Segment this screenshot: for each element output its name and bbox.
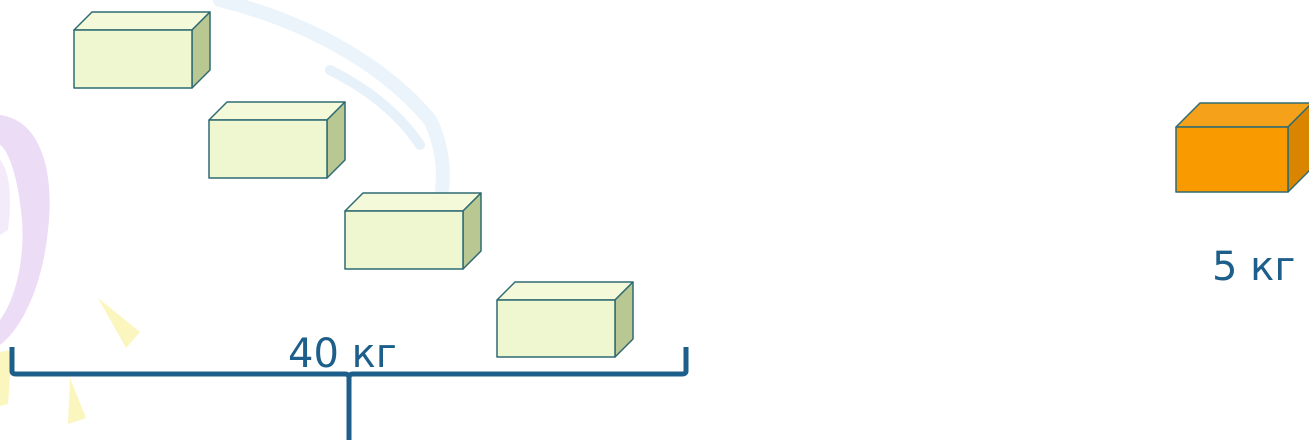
light-box-4 [497, 282, 633, 357]
light-box-2 [209, 102, 345, 178]
left-weight-label: 40 кг [288, 334, 397, 374]
box-top-face [345, 193, 481, 211]
box-top-face [497, 282, 633, 300]
box-front-face [497, 300, 615, 357]
box-front-face [345, 211, 463, 269]
box-front-face [209, 120, 327, 178]
pink-swirl-inner [0, 160, 10, 235]
orange-box [1176, 103, 1309, 192]
right-weight-label: 5 кг [1212, 247, 1295, 287]
yellow-ray-2 [68, 378, 86, 424]
box-top-face [1176, 103, 1309, 127]
box-top-face [209, 102, 345, 120]
light-box-3 [345, 193, 481, 269]
yellow-ray-1 [98, 298, 140, 348]
box-top-face [74, 12, 210, 30]
boxes-group [74, 12, 1309, 357]
box-front-face [74, 30, 192, 88]
light-box-1 [74, 12, 210, 88]
box-front-face [1176, 127, 1288, 192]
